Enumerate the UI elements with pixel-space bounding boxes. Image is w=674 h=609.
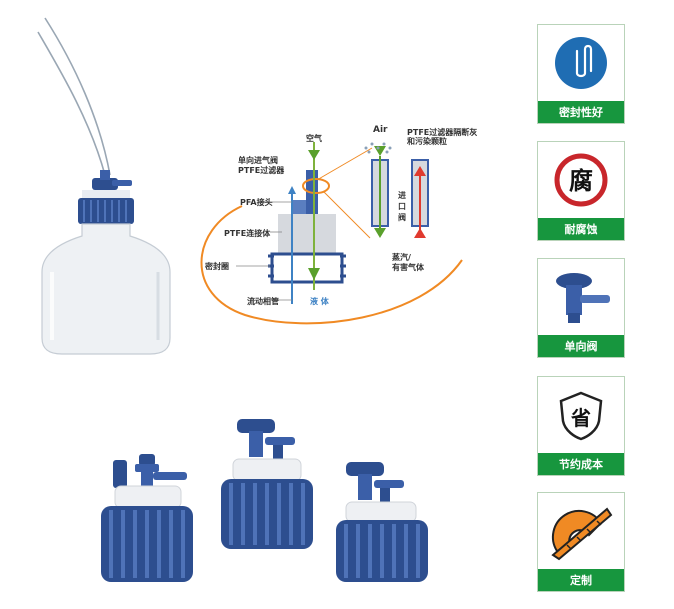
corrosion-icon-text: 腐 — [569, 167, 593, 195]
feature-label-check-valve: 单向阀 — [538, 335, 624, 357]
feature-card-sealing: 密封性好 — [537, 24, 625, 124]
label-ptfe-filter-note: PTFE过滤器隔断灰 和污染颗粒 — [407, 128, 478, 146]
shield-save-icon: 省 — [559, 391, 603, 441]
label-liquid: 液 体 — [310, 297, 329, 306]
protractor-icon — [551, 507, 613, 561]
feature-card-corrosion: 腐 耐腐蚀 — [537, 141, 625, 241]
feature-label-cost: 节约成本 — [538, 453, 624, 475]
label-ptfe-connector: PTFE连接体 — [224, 229, 271, 238]
solvent-bottle — [37, 17, 171, 355]
feature-card-custom: 定制 — [537, 492, 625, 592]
label-air-cn: 空气 — [306, 134, 322, 143]
label-air-en: Air — [373, 125, 388, 135]
check-valve-icon — [556, 273, 610, 323]
label-flow-tube: 流动相管 — [247, 297, 279, 306]
feature-label-sealing: 密封性好 — [538, 101, 624, 123]
label-pfa-joint: PFA接头 — [240, 198, 273, 207]
paperclip-icon — [555, 37, 607, 89]
cap-product-2 — [221, 419, 313, 549]
feature-label-corrosion: 耐腐蚀 — [538, 218, 624, 240]
corrosion-icon: 腐 — [554, 153, 608, 207]
cutaway-diagram — [200, 142, 463, 325]
label-vapor: 蒸汽/ 有害气体 — [392, 253, 424, 272]
shield-save-icon-text: 省 — [570, 406, 591, 430]
label-seal-ring: 密封圈 — [205, 262, 229, 271]
feature-label-custom: 定制 — [538, 569, 624, 591]
cap-product-1 — [101, 454, 193, 582]
label-inlet-valve: 进 口 阀 — [398, 191, 406, 222]
label-check-valve-filter: 单向进气阀 PTFE过滤器 — [238, 156, 285, 175]
feature-card-cost: 省 节约成本 — [537, 376, 625, 476]
feature-card-check-valve: 单向阀 — [537, 258, 625, 358]
cap-product-3 — [336, 462, 428, 582]
